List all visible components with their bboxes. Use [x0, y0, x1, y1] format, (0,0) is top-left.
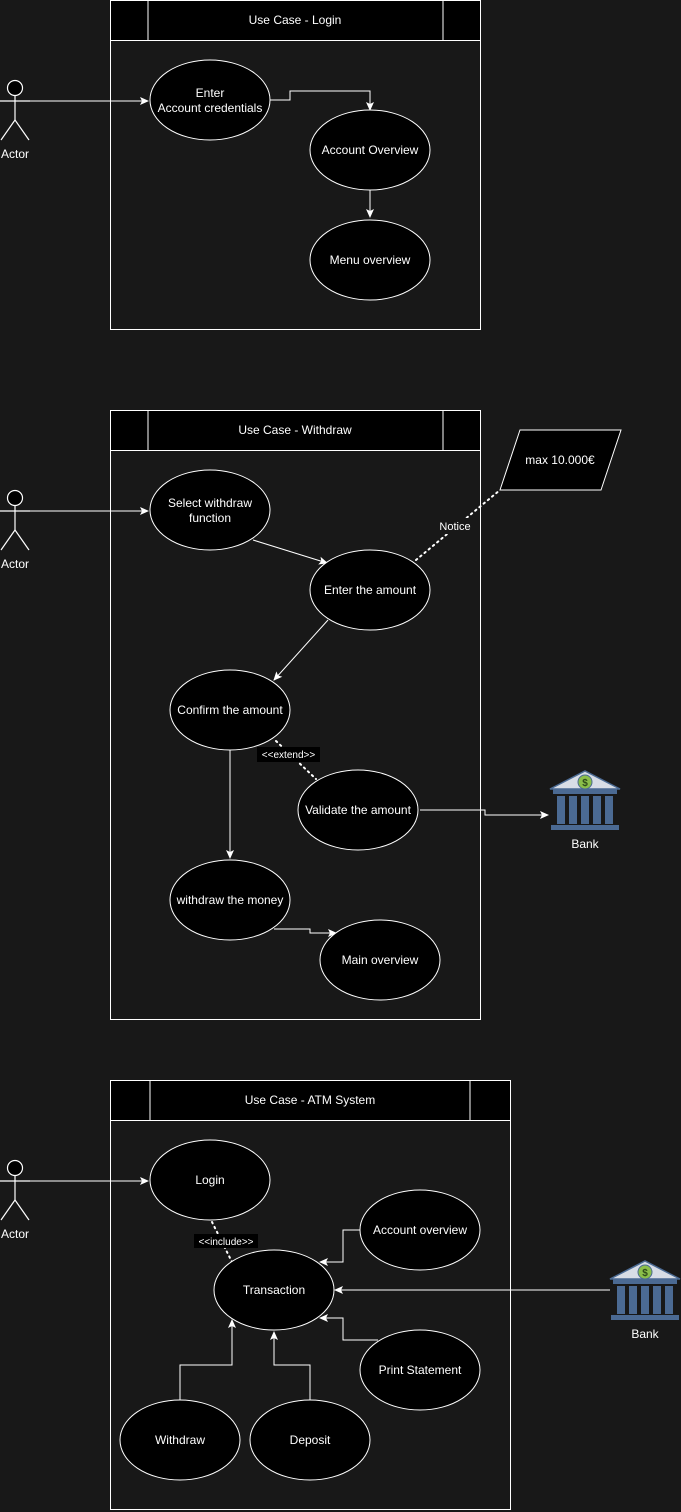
use-case-validate-amount[interactable]: Validate the amount	[297, 769, 419, 851]
svg-text:Transaction: Transaction	[243, 1283, 305, 1297]
svg-text:Menu overview: Menu overview	[330, 253, 411, 267]
svg-text:Login: Login	[195, 1173, 224, 1187]
withdraw-title-bar	[110, 410, 481, 451]
svg-text:function: function	[189, 511, 231, 525]
atm-title: Use Case - ATM System	[245, 1093, 375, 1107]
use-case-login[interactable]: Login	[149, 1139, 271, 1221]
bank-icon	[609, 1260, 681, 1321]
svg-text:Main overview: Main overview	[342, 953, 419, 967]
svg-text:Print Statement: Print Statement	[379, 1363, 462, 1377]
extend-label: <<extend>>	[262, 750, 316, 761]
withdraw-title: Use Case - Withdraw	[238, 423, 352, 437]
svg-text:Enter the amount: Enter the amount	[324, 583, 417, 597]
login-title-bar	[110, 0, 481, 41]
use-case-confirm-amount[interactable]: Confirm the amount	[169, 669, 291, 751]
svg-text:Withdraw: Withdraw	[155, 1433, 205, 1447]
use-case-deposit[interactable]: Deposit	[249, 1399, 371, 1481]
svg-text:max 10.000€: max 10.000€	[525, 453, 595, 467]
use-case-main-overview[interactable]: Main overview	[319, 919, 441, 1001]
bank-icon	[549, 770, 621, 831]
use-case-transaction[interactable]: Transaction	[213, 1249, 335, 1331]
withdraw-diagram: Use Case - Withdraw Actor Select withdra…	[0, 410, 622, 1020]
use-case-withdraw[interactable]: Withdraw	[119, 1399, 241, 1481]
use-case-withdraw-money[interactable]: withdraw the money	[169, 859, 291, 941]
actor-label: Actor	[1, 1227, 29, 1241]
bank-label: Bank	[571, 837, 599, 851]
svg-text:Account overview: Account overview	[373, 1223, 467, 1237]
actor-icon	[0, 1159, 30, 1221]
svg-text:Confirm the amount: Confirm the amount	[177, 703, 283, 717]
notice-label: Notice	[439, 521, 470, 533]
use-case-menu-overview[interactable]: Menu overview	[309, 219, 431, 301]
svg-text:Enter: Enter	[196, 86, 225, 100]
use-case-print-statement[interactable]: Print Statement	[359, 1329, 481, 1411]
note-max-amount: max 10.000€	[499, 429, 622, 491]
use-case-account-overview[interactable]: Account Overview	[309, 109, 431, 191]
use-case-account-overview[interactable]: Account overview	[359, 1189, 481, 1271]
actor-label: Actor	[1, 557, 29, 571]
svg-text:Select withdraw: Select withdraw	[168, 496, 252, 510]
atm-title-bar	[110, 1080, 511, 1121]
svg-text:Validate the amount: Validate the amount	[305, 803, 412, 817]
login-diagram: Use Case - Login Actor Enter Account cre…	[0, 0, 481, 330]
svg-text:withdraw the money: withdraw the money	[176, 893, 284, 907]
use-case-enter-amount[interactable]: Enter the amount	[309, 549, 431, 631]
include-label: <<include>>	[198, 1237, 253, 1248]
svg-text:Deposit: Deposit	[290, 1433, 331, 1447]
atm-diagram: Use Case - ATM System Actor Login Transa…	[0, 1080, 681, 1510]
use-case-select-withdraw[interactable]: Select withdraw function	[149, 469, 271, 551]
actor-icon	[0, 79, 30, 141]
svg-text:Account credentials: Account credentials	[158, 101, 263, 115]
actor-label: Actor	[1, 147, 29, 161]
login-title: Use Case - Login	[249, 13, 342, 27]
actor-icon	[0, 489, 30, 551]
svg-text:Account Overview: Account Overview	[322, 143, 419, 157]
use-case-enter-credentials[interactable]: Enter Account credentials	[149, 59, 271, 141]
bank-label: Bank	[631, 1327, 659, 1341]
